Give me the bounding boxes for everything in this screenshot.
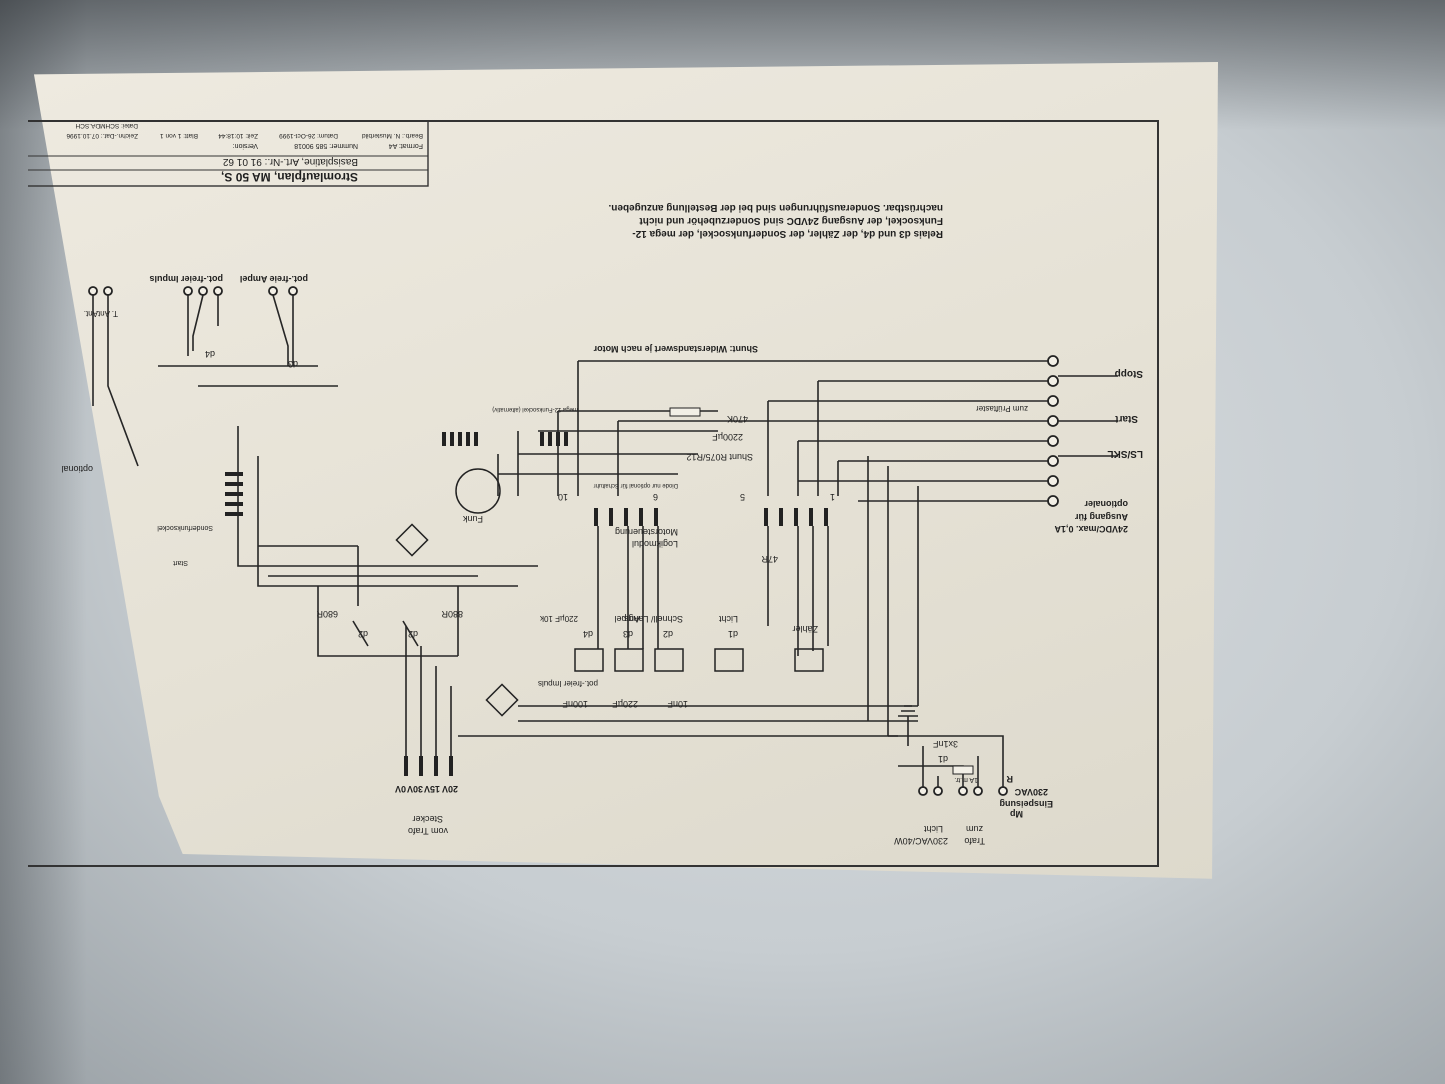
label-220uf-10k: 220µF 10k bbox=[539, 614, 578, 623]
funk-socket bbox=[455, 468, 501, 514]
impuls-terminal-1 bbox=[213, 286, 223, 296]
relay-label-schnell: Schnell/ Langs. bbox=[621, 614, 683, 624]
note-line-2: Funksockel, der Ausgang 24VDC sind Sonde… bbox=[639, 215, 943, 226]
relay-label-zaehler: Zähler bbox=[792, 624, 818, 634]
input-terminals bbox=[578, 355, 1118, 507]
pin-label-5: 5 bbox=[740, 492, 745, 502]
voltage-30v: 30V bbox=[407, 784, 423, 794]
label-shunt-note: Shunt: Widerstandswert je nach Motor bbox=[593, 344, 758, 354]
label-einspeisung: Einspeisung bbox=[999, 799, 1053, 809]
switch-label-ls-skl: LS/SKL bbox=[1107, 448, 1143, 459]
relay-label-d2: d2 bbox=[663, 629, 673, 639]
label-fuse: 1A m.tr. bbox=[954, 776, 978, 783]
mains-block bbox=[888, 705, 1008, 796]
label-mp: Mp bbox=[1010, 809, 1023, 819]
schematic-subtitle: Basisplatine, Art.-Nr.: 91 01 62 bbox=[222, 156, 358, 167]
ampel-terminal-1 bbox=[288, 286, 298, 296]
title-block: Stromlaufplan, MA 50 S, Basisplatine, Ar… bbox=[28, 120, 429, 187]
label-t-ant: T. Ant. bbox=[96, 309, 118, 318]
label-230vac: 230VAC bbox=[1014, 787, 1048, 797]
antenna-terminal-1 bbox=[103, 286, 113, 296]
label-output-24v-1: Ausgang für bbox=[1075, 512, 1128, 522]
impuls-terminal-2 bbox=[198, 286, 208, 296]
format-field: Format: A4 bbox=[389, 142, 423, 149]
date-field: Datum: 26-Oct-1999 bbox=[279, 132, 338, 139]
label-880r: 880R bbox=[441, 609, 463, 619]
label-optional: optional bbox=[61, 464, 93, 474]
pin-label-10: 10 bbox=[558, 492, 568, 502]
relay-label-d3: d3 bbox=[288, 359, 298, 369]
pin-label-6: 6 bbox=[653, 492, 658, 502]
label-shunt-resistor: Shunt R075/R12 bbox=[686, 452, 753, 462]
relay-label-licht: Licht bbox=[718, 614, 738, 624]
label-r: R bbox=[1006, 774, 1013, 784]
label-diode-note: Diode nur optional für Schaltuhr bbox=[594, 482, 678, 488]
contact-label-d2-b: d2 bbox=[358, 629, 368, 639]
label-vom-trafo: vom Trafo bbox=[408, 826, 448, 836]
circuit-diagram: Stromlaufplan, MA 50 S, Basisplatine, Ar… bbox=[28, 120, 1159, 867]
resistor-470k bbox=[669, 407, 701, 417]
label-2200uf: 2200µF bbox=[712, 432, 743, 442]
time-field: Zeit: 10:18:44 bbox=[218, 132, 258, 139]
note-line-1: Relais d3 und d4, der Zähler, der Sonder… bbox=[632, 228, 943, 239]
label-230vac-40w: 230VAC/40W bbox=[894, 836, 948, 846]
label-stecker: Stecker bbox=[412, 814, 443, 824]
notes-block: Relais d3 und d4, der Zähler, der Sonder… bbox=[608, 202, 943, 239]
number-field: Nummer: 585 90018 bbox=[294, 142, 358, 149]
label-start-socket: Start bbox=[173, 559, 188, 566]
drawn-by-field: Bearb.: N. Musterbild bbox=[362, 132, 423, 139]
relay-coils bbox=[574, 648, 824, 672]
label-220uf-b: 220µF bbox=[612, 699, 638, 709]
label-zum-pruef: zum Prüftaster bbox=[976, 404, 1028, 413]
sheet-border bbox=[28, 120, 1159, 867]
logic-module-pins bbox=[594, 508, 828, 526]
relay-label-d4-contact: d4 bbox=[205, 349, 215, 359]
schematic-title: Stromlaufplan, MA 50 S, bbox=[221, 170, 358, 184]
label-mega-socket: mega 12-Funksockel (alternativ) bbox=[492, 406, 578, 412]
label-680r: 680R bbox=[316, 609, 338, 619]
label-ant: Ant. bbox=[84, 309, 98, 318]
label-pot-ampel: pot.-freie Ampel bbox=[240, 274, 308, 284]
label-sonderfunksockel: Sonderfunksockel bbox=[157, 524, 213, 531]
drawing-date-field: Zeichn.-Dat.: 07.10.1996 bbox=[66, 132, 138, 139]
sheet-field: Blatt: 1 von 1 bbox=[160, 132, 198, 139]
relay-label-d1: d1 bbox=[728, 629, 738, 639]
label-3x1nf: 3x1nF bbox=[932, 739, 958, 749]
label-pot-impuls-2: pot.-freier Impuls bbox=[538, 679, 598, 688]
ampel-terminal-2 bbox=[268, 286, 278, 296]
file-field: Datei: SCHMDA.SCH bbox=[75, 122, 138, 129]
label-funk: Funk bbox=[462, 514, 483, 524]
voltage-15v: 15V bbox=[424, 784, 440, 794]
impuls-terminal-3 bbox=[183, 286, 193, 296]
voltage-0v: 0V bbox=[395, 784, 406, 794]
version-field: Version: bbox=[233, 142, 258, 149]
relay-label-d4: d4 bbox=[583, 629, 593, 639]
label-10nf: 10nF bbox=[667, 699, 688, 709]
label-trafo: Trafo bbox=[964, 836, 985, 846]
label-d1-mains: d1 bbox=[938, 754, 948, 764]
voltage-20v: 20V bbox=[442, 784, 458, 794]
pin-label-1: 1 bbox=[830, 492, 835, 502]
label-output-24v-2: 24VDC/max. 0,1A bbox=[1054, 524, 1128, 534]
label-motorsteuerung: Motorsteuerung bbox=[615, 527, 678, 537]
note-line-3: nachrüstbar. Sonderausführungen sind bei… bbox=[608, 202, 943, 213]
switch-label-start: Start bbox=[1115, 413, 1138, 424]
label-100nf: 100nF bbox=[562, 699, 588, 709]
label-zum: zum bbox=[966, 824, 983, 834]
label-pot-impuls: pot.-freier Impuls bbox=[149, 274, 223, 284]
sonderfunk-pins bbox=[225, 472, 243, 516]
bridge-rectifier bbox=[395, 523, 519, 717]
label-47r: 47R bbox=[761, 554, 778, 564]
label-output-optional: optionaler bbox=[1084, 499, 1128, 509]
trafo-connector bbox=[404, 626, 453, 776]
contact-label-d2-a: d2 bbox=[408, 629, 418, 639]
switch-label-stopp: Stopp bbox=[1115, 368, 1143, 379]
label-logikmodul: Logikmodul bbox=[632, 539, 678, 549]
schematic-sheet bbox=[33, 62, 1218, 879]
label-licht-out: Licht bbox=[923, 824, 943, 834]
label-470k: 470K bbox=[727, 414, 748, 424]
mega-socket-pins bbox=[442, 432, 568, 446]
antenna-terminal-2 bbox=[88, 286, 98, 296]
